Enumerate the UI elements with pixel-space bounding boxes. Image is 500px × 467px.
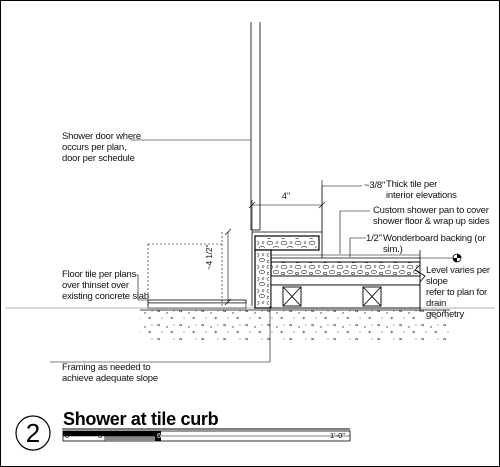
note-wonderboard: Wonderboard backing (or sim.) xyxy=(383,233,486,255)
wonderboard-backing xyxy=(270,275,421,286)
scale-bar xyxy=(62,430,351,442)
note-level-varies: Level varies per slope refer to plan for… xyxy=(426,265,490,320)
shower-door xyxy=(250,22,261,231)
scale-label-12: 1'-0" xyxy=(330,431,345,440)
note-shower-door: Shower door where occurs per plan, door … xyxy=(62,131,141,164)
detail-title: Shower at tile curb xyxy=(63,409,219,429)
scale-label-6: 6" xyxy=(157,431,164,440)
curb-height-dimension xyxy=(224,228,232,306)
note-shower-pan: Custom shower pan to cover shower floor … xyxy=(373,205,490,227)
scale-label-3: 3" xyxy=(98,431,105,440)
dimension-curb-width: 4" xyxy=(282,191,291,201)
dimension-curb-height: ~4 1/2" xyxy=(205,244,214,270)
level-symbol xyxy=(452,253,462,263)
mortar-bed xyxy=(270,254,421,277)
scale-label-0: 0" xyxy=(65,431,72,440)
note-wonderboard-fraction: 1/2" xyxy=(366,233,382,244)
cut-boundary xyxy=(147,232,223,306)
framing xyxy=(270,284,421,309)
leader-lines xyxy=(50,139,455,363)
note-thick-tile-fraction: ~3/8" xyxy=(364,180,386,191)
floor-tile xyxy=(147,299,247,309)
detail-number-circle xyxy=(15,415,51,451)
concrete-slab xyxy=(140,309,450,340)
note-thick-tile: Thick tile per interior elevations xyxy=(386,179,457,201)
note-floor-tile: Floor tile per plans over thinset over e… xyxy=(62,269,149,302)
break-line xyxy=(414,250,426,312)
note-framing: Framing as needed to achieve adequate sl… xyxy=(62,362,158,384)
detail-number: 2 xyxy=(25,418,41,448)
tile-curb xyxy=(251,231,323,309)
